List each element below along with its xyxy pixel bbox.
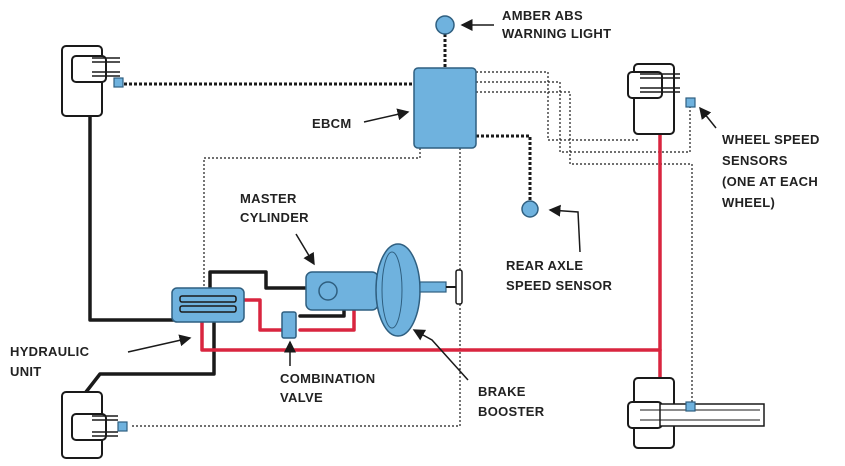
hydraulic-unit — [171, 287, 245, 323]
rear-axle-speed-sensor — [521, 200, 539, 218]
wheel-speed-sensor-rear-right — [685, 401, 696, 412]
wiring — [124, 34, 693, 427]
label-hydraulic-unit: HYDRAULIC UNIT — [10, 344, 93, 379]
rear-axle-sensor-wire — [476, 134, 532, 204]
wheel-front-right — [627, 63, 696, 135]
label-wheel-speed-sensors: WHEEL SPEED SENSORS (ONE AT EACH WHEEL) — [722, 132, 824, 210]
wheel-speed-sensor-front-left — [113, 77, 124, 88]
wheel-speed-sensor-front-right — [685, 97, 696, 108]
master-cylinder — [305, 271, 379, 311]
arrow-wheel-speed-sensors — [699, 106, 717, 129]
label-combination-valve: COMBINATION VALVE — [280, 371, 379, 405]
hydraulic-line-rear-left — [84, 314, 216, 394]
arrow-hydraulic-unit — [127, 334, 192, 353]
arrow-master-cylinder — [295, 233, 315, 266]
wheel-rear-left — [61, 391, 128, 459]
ebcm-module — [413, 67, 477, 149]
amber-abs-warning-light — [435, 15, 455, 35]
wheel-speed-sensor-rear-left — [117, 421, 128, 432]
arrow-rear-axle-sensor — [548, 204, 581, 253]
wheel-front-left — [61, 45, 124, 117]
arrow-ebcm — [363, 108, 410, 123]
wheel-rear-right — [627, 377, 765, 449]
sensor-harness — [130, 71, 693, 427]
arrow-brake-booster — [412, 329, 469, 381]
hydraulic-line-front-left — [88, 110, 176, 322]
brake-line-master-secondary — [298, 300, 356, 332]
brake-booster — [375, 243, 463, 337]
label-master-cylinder: MASTER CYLINDER — [240, 191, 309, 225]
hydraulic-line-master-to-unit — [208, 270, 312, 292]
callout-arrows — [127, 19, 717, 381]
hydraulic-lines — [84, 110, 662, 394]
label-brake-booster: BRAKE BOOSTER — [478, 384, 545, 419]
combination-valve — [281, 311, 297, 339]
label-amber-abs-warning-light: AMBER ABS WARNING LIGHT — [502, 8, 611, 41]
label-ebcm: EBCM — [312, 116, 351, 131]
label-rear-axle-speed-sensor: REAR AXLE SPEED SENSOR — [506, 258, 612, 293]
brake-line-to-right-wheels — [200, 312, 662, 352]
brake-line-to-valve — [238, 298, 284, 332]
